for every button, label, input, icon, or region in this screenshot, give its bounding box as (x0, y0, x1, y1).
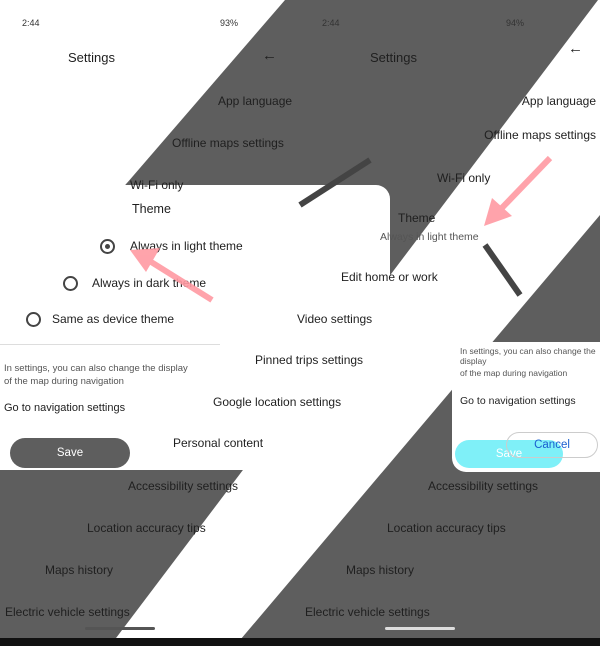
page-title: Settings (68, 50, 115, 65)
option-device-theme[interactable]: Same as device theme (52, 312, 175, 326)
settings-item-personal-content[interactable]: Personal content (173, 436, 264, 450)
settings-item-accessibility[interactable]: Accessibility settings (128, 479, 239, 493)
radio-device-theme[interactable] (26, 312, 41, 327)
settings-item-ev[interactable]: Electric vehicle settings (5, 605, 130, 619)
cancel-button[interactable]: Cancel (506, 432, 598, 458)
back-arrow-icon[interactable]: ← (568, 40, 583, 57)
dialog-title: Theme (132, 202, 171, 216)
go-to-navigation-settings-link[interactable]: Go to navigation settings (4, 402, 126, 414)
settings-item-accessibility[interactable]: Accessibility settings (428, 479, 539, 493)
settings-item-wifi-only[interactable]: Wi-Fi only (130, 178, 184, 192)
settings-item-location-accuracy[interactable]: Location accuracy tips (87, 521, 206, 535)
settings-item-app-language[interactable]: App language (218, 94, 293, 108)
settings-item-offline-maps[interactable]: Offline maps settings (172, 136, 284, 150)
divider (0, 344, 220, 345)
save-button[interactable]: Save (10, 438, 130, 468)
settings-item-ev[interactable]: Electric vehicle settings (305, 605, 430, 619)
status-battery: 93% (220, 18, 239, 28)
settings-item-offline-maps[interactable]: Offline maps settings (484, 128, 596, 142)
theme-setting-label[interactable]: Theme (398, 211, 436, 225)
status-time: 2:44 (322, 18, 340, 28)
page-title: Settings (370, 50, 417, 65)
home-indicator (385, 627, 455, 630)
back-arrow-icon[interactable]: ← (262, 47, 277, 64)
radio-dark-theme[interactable] (63, 276, 78, 291)
settings-item-app-language[interactable]: App language (521, 94, 596, 108)
settings-item-maps-history[interactable]: Maps history (346, 563, 415, 577)
option-light-theme[interactable]: Always in light theme (130, 239, 243, 253)
status-time: 2:44 (22, 18, 40, 28)
settings-item-edit-home[interactable]: Edit home or work (341, 270, 438, 284)
settings-item-wifi-only[interactable]: Wi-Fi only (437, 171, 491, 185)
radio-light-theme[interactable] (100, 239, 115, 254)
status-battery: 94% (506, 18, 525, 28)
dialog-note: of the map during navigation (460, 368, 568, 378)
settings-item-maps-history[interactable]: Maps history (45, 563, 114, 577)
settings-item-google-location[interactable]: Google location settings (213, 395, 342, 409)
home-indicator (85, 627, 155, 630)
settings-item-pinned-trips[interactable]: Pinned trips settings (255, 353, 364, 367)
go-to-navigation-settings-link[interactable]: Go to navigation settings (460, 395, 576, 407)
theme-dialog (0, 185, 390, 470)
dialog-note: In settings, you can also change the dis… (460, 346, 596, 366)
option-dark-theme[interactable]: Always in dark theme (92, 276, 207, 290)
dialog-note: In settings, you can also change the dis… (4, 363, 188, 374)
dialog-note: of the map during navigation (4, 376, 124, 387)
gray-band-right (235, 215, 600, 646)
settings-item-video[interactable]: Video settings (297, 312, 373, 326)
theme-setting-value: Always in light theme (380, 231, 479, 243)
settings-item-location-accuracy[interactable]: Location accuracy tips (387, 521, 506, 535)
